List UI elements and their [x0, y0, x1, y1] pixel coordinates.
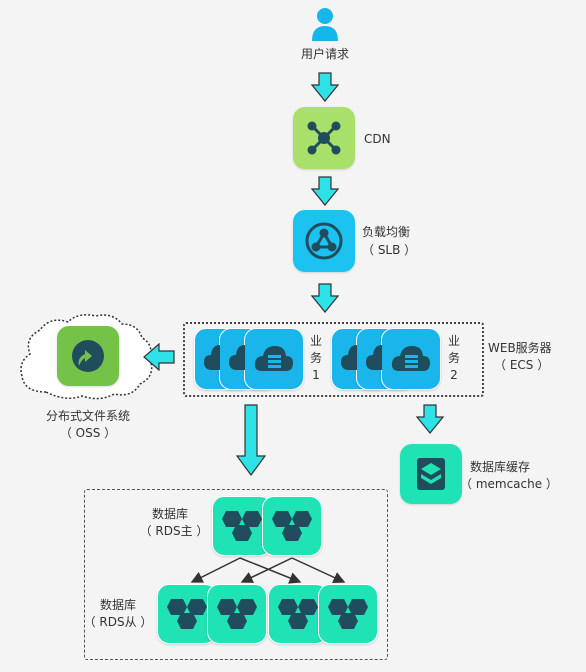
cloud-server-icon [204, 345, 220, 370]
ecs-business-2-char1: 业 [447, 334, 460, 348]
arrow-ecs-to-oss [143, 343, 175, 371]
slb-label-name: 负载均衡 [362, 225, 411, 239]
ecs-label-name: WEB服务器 [488, 341, 552, 355]
oss-node [57, 326, 119, 386]
arrow-ecs-to-cache [416, 404, 444, 434]
database-group-box [84, 489, 388, 660]
arrow-ecs-to-database [236, 404, 266, 476]
cache-layers-icon [417, 458, 445, 490]
arrow-slb-to-ecs [311, 283, 339, 313]
network-hub-icon [307, 121, 341, 155]
ecs-business-1-char1: 业 [309, 334, 322, 348]
rds-master-label-code: （ RDS主 ） [139, 524, 209, 538]
ecs-business-1-char3: 1 [312, 368, 320, 382]
user-icon [311, 6, 339, 42]
load-balancer-icon [305, 222, 343, 260]
cloud-server-icon [391, 346, 430, 371]
database-hex-icon [272, 511, 312, 541]
ecs-business-2-char3: 2 [450, 368, 458, 382]
cloud-server-icon [229, 345, 245, 370]
cache-label-name: 数据库缓存 [470, 460, 531, 474]
rds-slave-tile [318, 584, 378, 644]
storage-upload-icon [72, 340, 104, 372]
arrow-user-to-cdn [311, 72, 339, 102]
ecs-business-1-char2: 务 [309, 351, 322, 365]
rds-master-tile [262, 496, 322, 556]
cloud-server-icon [341, 345, 357, 370]
database-hex-icon [222, 511, 262, 541]
ecs-group-box [183, 322, 484, 397]
cloud-server-icon [254, 346, 293, 371]
rds-slave-label-code: （ RDS从 ） [83, 615, 153, 629]
rds-master-label-name: 数据库 [151, 507, 188, 521]
cloud-server-icon [366, 345, 382, 370]
rds-slave-tile [207, 584, 267, 644]
cdn-node [293, 107, 355, 169]
ecs-label-code: （ ECS ） [494, 358, 550, 372]
slb-label-code: （ SLB ） [362, 243, 417, 257]
database-hex-icon [217, 599, 257, 629]
oss-label-name: 分布式文件系统 [45, 409, 130, 423]
cache-node [400, 444, 462, 504]
database-hex-icon [278, 599, 318, 629]
slb-node [293, 210, 355, 272]
ecs-business-2-char2: 务 [447, 351, 460, 365]
rds-slave-label-name: 数据库 [99, 598, 136, 612]
ecs-server-tile [381, 328, 441, 390]
oss-label-code: （ OSS ） [59, 426, 117, 440]
ecs-server-tile [244, 328, 304, 390]
cdn-label: CDN [364, 132, 391, 146]
user-request-label: 用户请求 [300, 47, 349, 61]
cache-label-code: （ memcache ） [460, 477, 558, 491]
replication-arrows [190, 557, 346, 584]
arrow-cdn-to-slb [311, 176, 339, 206]
database-hex-icon [328, 599, 368, 629]
database-hex-icon [167, 599, 207, 629]
